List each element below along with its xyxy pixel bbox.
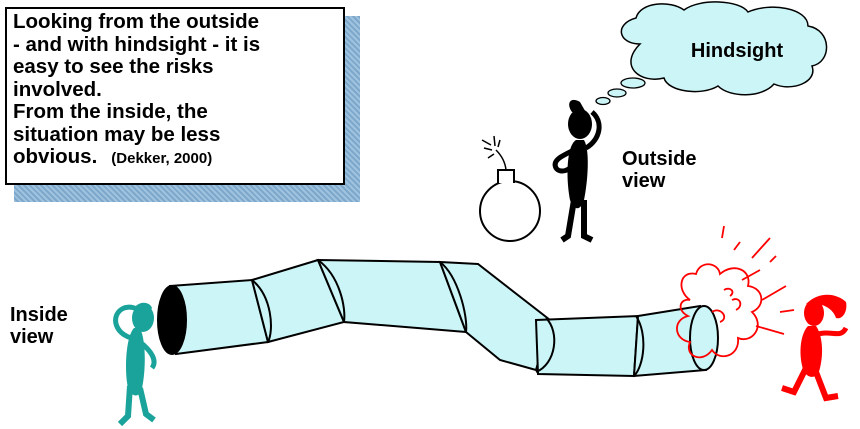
quote-line: easy to see the risks <box>13 56 337 79</box>
inside-observer-figure <box>116 303 154 424</box>
quote-line: From the inside, the <box>13 101 337 124</box>
quote-line: Looking from the outside <box>13 11 337 34</box>
thought-bubble-1 <box>621 78 645 88</box>
pipe-tunnel <box>158 260 718 376</box>
quote-citation: (Dekker, 2000) <box>111 150 212 167</box>
bomb-icon <box>480 136 540 241</box>
quote-line: - and with hindsight - it is <box>13 34 337 57</box>
outside-observer-figure <box>555 100 599 240</box>
inside-view-label: Inside view <box>10 304 68 348</box>
quote-line: situation may be less <box>13 124 337 147</box>
quote-box: Looking from the outside - and with hind… <box>5 7 345 185</box>
quote-line: involved. <box>13 79 337 102</box>
pipe-right-end <box>690 306 718 370</box>
quote-last-line: obvious. (Dekker, 2000) <box>13 146 337 171</box>
thought-bubble-3 <box>596 98 610 105</box>
thought-bubble-2 <box>608 89 626 97</box>
quote-line: obvious. <box>13 145 97 168</box>
pipe-opening <box>158 286 186 354</box>
hindsight-label: Hindsight <box>672 40 802 63</box>
outside-view-label: Outside view <box>622 148 696 192</box>
